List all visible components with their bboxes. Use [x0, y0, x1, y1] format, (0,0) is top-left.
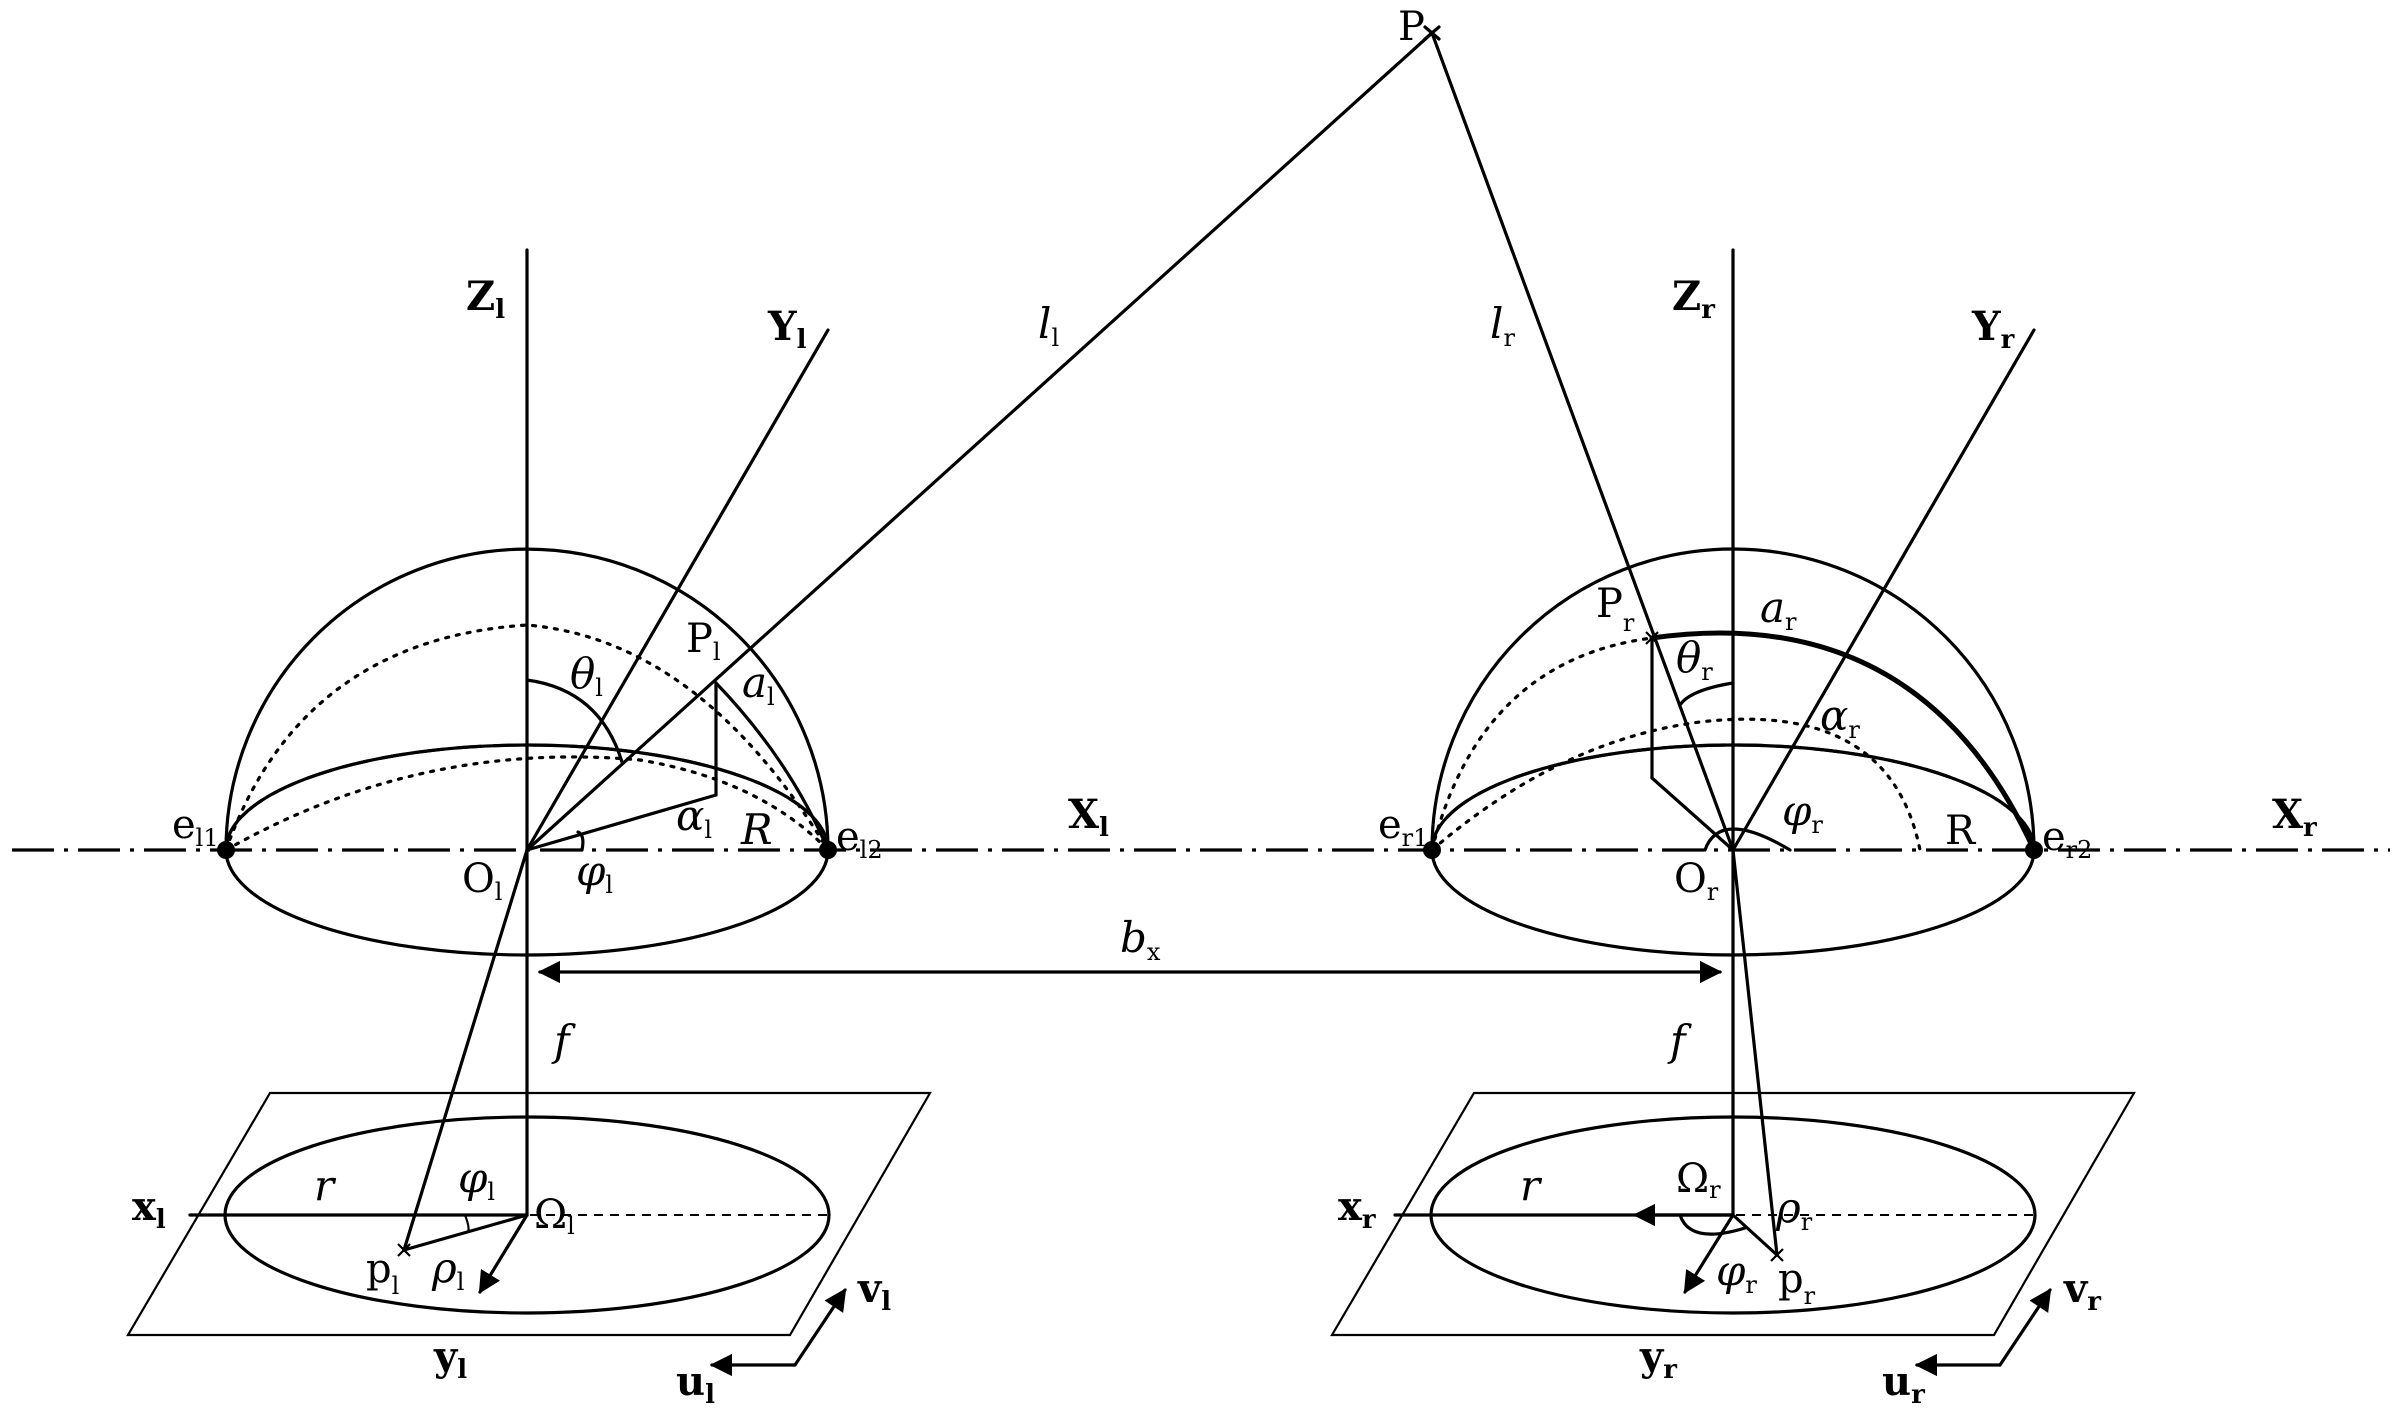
label-vr: vr	[2063, 1265, 2101, 1317]
label-phi-r-image: φr	[1716, 1246, 1757, 1299]
point-P-marker	[1423, 25, 1441, 41]
right-phi-arc	[1703, 827, 1792, 852]
right-hemisphere	[1430, 547, 2036, 852]
label-er1: er1	[1378, 802, 1428, 852]
right-inner-arc	[1430, 717, 1922, 852]
label-theta-r: θr	[1676, 633, 1713, 686]
label-Pl: Pl	[686, 616, 721, 666]
left-theta-arc	[525, 678, 624, 764]
label-Zl: Zl	[466, 273, 505, 325]
left-image-plane	[126, 1091, 932, 1337]
label-el1: el1	[172, 802, 219, 852]
label-yr: yr	[1639, 1333, 1677, 1385]
left-inner-arc	[224, 755, 830, 852]
ray-left-lower	[402, 848, 529, 1252]
label-r-left: r	[314, 1161, 337, 1210]
label-el2: el2	[836, 814, 883, 864]
left-image-phi-arc	[463, 1214, 470, 1233]
label-Ol: Ol	[462, 856, 502, 906]
ray-left-upper	[525, 31, 1434, 852]
right-v-axis	[1998, 1288, 2052, 1367]
ray-right-upper	[1430, 31, 1735, 852]
label-vl: vl	[857, 1265, 891, 1317]
label-f-right: f	[1667, 1016, 1692, 1065]
right-point-er1	[1423, 841, 1441, 859]
left-image-y-axis	[478, 1213, 529, 1294]
left-point-el2	[819, 841, 837, 859]
left-point-el1	[217, 841, 235, 859]
point-pr-marker	[1770, 1248, 1784, 1262]
right-image-phi-arc	[1678, 1213, 1747, 1236]
left-hemisphere	[224, 547, 830, 852]
label-Omega-l: Ωl	[534, 1192, 575, 1240]
label-Zr: Zr	[1672, 273, 1715, 325]
right-camera	[1330, 248, 2136, 1377]
label-R-l: R	[740, 805, 773, 854]
label-lr: lr	[1490, 299, 1515, 352]
point-Pr-marker	[1645, 631, 1659, 645]
right-image-plane	[1330, 1091, 2136, 1337]
right-ray-projection	[1650, 776, 1735, 852]
point-pl-marker	[397, 1243, 411, 1257]
label-ul: ul	[676, 1358, 715, 1410]
label-er2: er2	[2042, 814, 2092, 864]
label-Pr: Pr	[1596, 581, 1635, 637]
label-phi-r: φr	[1782, 786, 1823, 839]
label-bx: bx	[1120, 913, 1161, 966]
right-meridian-arc	[1430, 636, 1654, 852]
label-phi-l: φl	[576, 846, 613, 899]
label-a-l: al	[742, 658, 775, 711]
label-Xl: Xl	[1068, 791, 1109, 843]
label-ur: ur	[1882, 1358, 1925, 1410]
label-a-r: ar	[1760, 583, 1797, 636]
label-r-right: r	[1520, 1161, 1543, 1210]
right-equator-back	[1430, 743, 2036, 851]
right-rho-line	[1731, 1213, 1779, 1257]
label-f-left: f	[551, 1016, 576, 1065]
left-phi-arc	[576, 830, 585, 852]
label-Or: Or	[1674, 856, 1719, 906]
left-arc-a	[714, 681, 830, 852]
right-arc-a	[1649, 630, 2037, 853]
label-P: P	[1398, 4, 1425, 50]
label-xl: xl	[132, 1183, 166, 1235]
label-xr: xr	[1338, 1183, 1376, 1235]
left-equator-back	[224, 743, 830, 851]
left-camera	[126, 248, 932, 1377]
label-yl: yl	[433, 1333, 467, 1385]
label-ll: ll	[1038, 299, 1059, 352]
left-ray-projection	[525, 793, 718, 852]
right-theta-arc	[1678, 681, 1735, 707]
label-R-r: R	[1945, 808, 1977, 854]
labels: P Zl Yl Xl Zr Yr Xr ll lr Pl Pr θl θr al…	[132, 4, 2317, 1410]
label-theta-l: θl	[570, 649, 603, 702]
label-Yr: Yr	[1971, 303, 2015, 355]
label-rho-l: ρl	[431, 1243, 464, 1296]
label-Yl: Yl	[767, 303, 807, 355]
label-alpha-r: αr	[1820, 691, 1860, 744]
left-meridian-arc	[224, 623, 830, 852]
label-phi-l-image: φl	[458, 1153, 495, 1206]
label-pr: pr	[1778, 1256, 1816, 1310]
label-rho-r: ρr	[1775, 1183, 1813, 1236]
right-point-er2	[2025, 841, 2043, 859]
label-pl: pl	[366, 1246, 399, 1300]
label-alpha-l: αl	[676, 791, 712, 844]
label-Xr: Xr	[2272, 791, 2317, 843]
right-image-y-axis	[1683, 1213, 1735, 1294]
left-v-axis	[793, 1288, 847, 1367]
ray-right-lower	[1731, 848, 1779, 1257]
label-Omega-r: Ωr	[1676, 1156, 1721, 1204]
left-rho-line	[402, 1213, 529, 1252]
